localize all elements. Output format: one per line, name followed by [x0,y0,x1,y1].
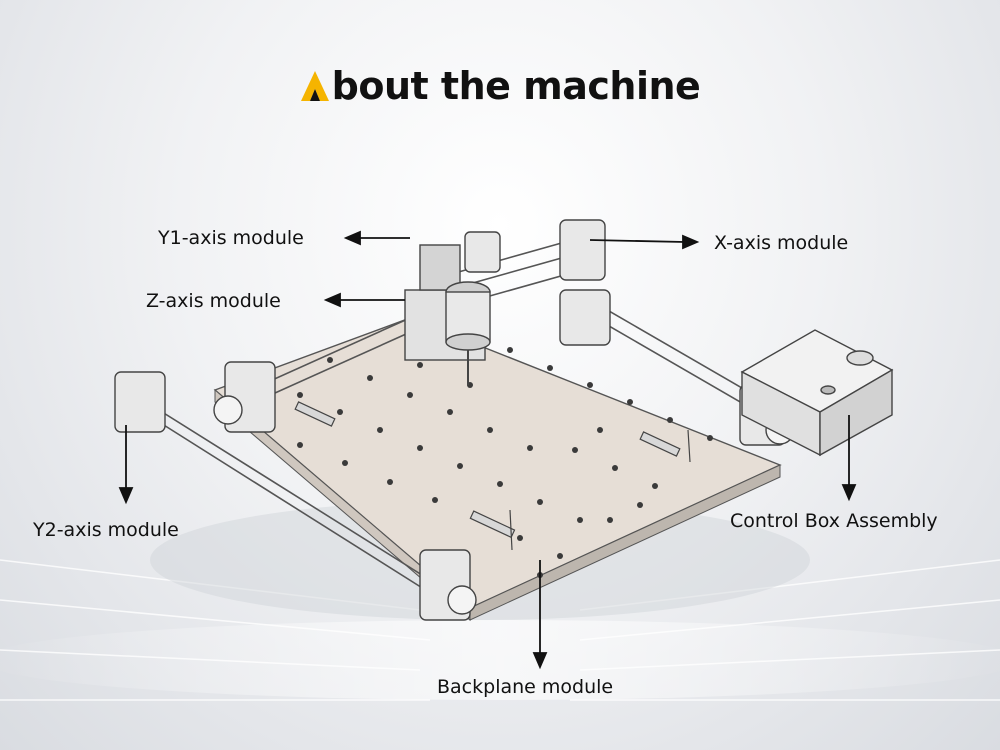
logo-a-icon [300,71,329,101]
title-text: bout the machine [331,64,701,108]
label-control-box: Control Box Assembly [730,510,938,532]
label-x-axis: X-axis module [714,232,849,254]
label-y1-axis: Y1-axis module [158,227,304,249]
label-z-axis: Z-axis module [146,290,281,312]
control-box [740,329,894,457]
page-title: bout the machine [0,64,1000,108]
label-backplane: Backplane module [437,676,614,698]
callout-arrows [118,230,857,670]
backplane-plate [213,317,782,622]
spindle-assembly [404,244,491,385]
label-y2-axis: Y2-axis module [33,519,179,541]
